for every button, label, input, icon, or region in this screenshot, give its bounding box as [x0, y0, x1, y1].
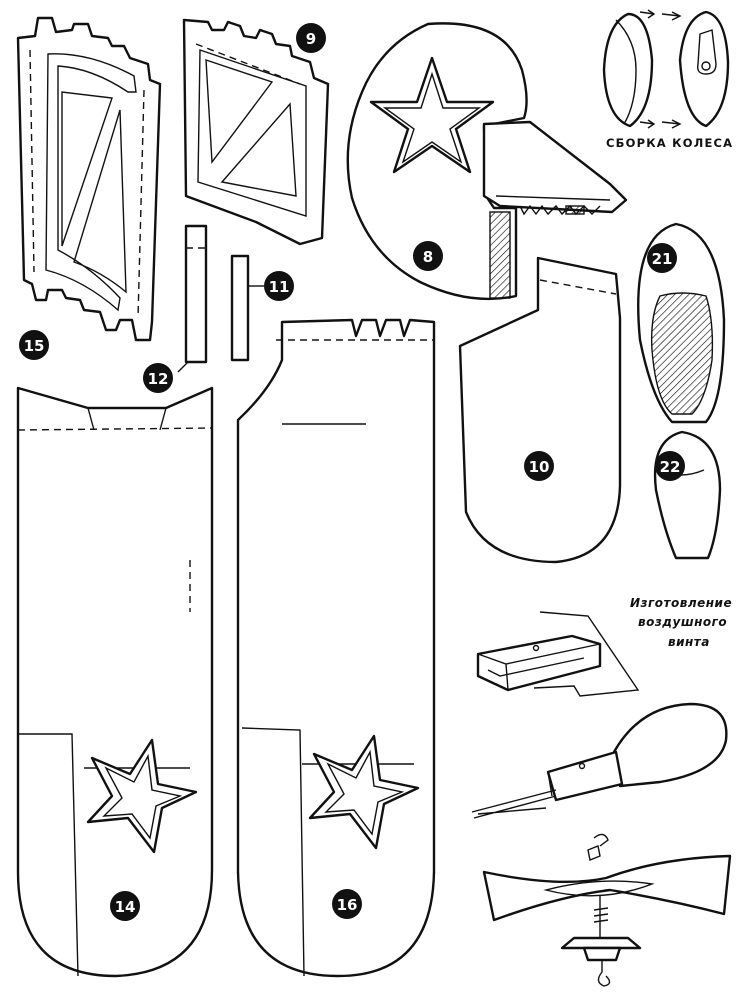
propeller-caption-line1: Изготовление — [630, 596, 732, 610]
part-15-number: 15 — [24, 337, 45, 355]
propeller-step-block — [476, 611, 640, 697]
part-11-number: 11 — [269, 278, 290, 296]
part-8-fuselage-panel — [346, 22, 628, 301]
part-11-badge: 11 — [264, 271, 294, 301]
part-16-number: 16 — [337, 896, 358, 914]
part-9-badge: 9 — [296, 23, 326, 53]
part-8-number: 8 — [423, 248, 433, 266]
part-15-rib-frame — [16, 16, 162, 342]
part-22-number: 22 — [660, 458, 681, 476]
part-15-badge: 15 — [19, 330, 49, 360]
part-21-number: 21 — [652, 250, 673, 268]
part-16-badge: 16 — [332, 889, 362, 919]
part-16-wing-panel — [236, 318, 436, 978]
part-9-number: 9 — [306, 30, 316, 48]
wheel-assembly-caption: СБОРКА КОЛЕСА — [606, 136, 733, 150]
propeller-caption: Изготовление воздушного винта — [630, 596, 732, 649]
part-10-number: 10 — [529, 458, 550, 476]
part-12-strut — [177, 224, 208, 373]
propeller-caption-line2: воздушного — [638, 615, 727, 629]
part-11-strut — [230, 254, 264, 362]
part-21-wheel-half — [637, 222, 726, 424]
part-8-badge: 8 — [413, 241, 443, 271]
part-9-tail-rib — [182, 18, 330, 246]
propeller-caption-line3: винта — [668, 635, 710, 649]
propeller-step-assembly — [482, 833, 732, 987]
part-14-badge: 14 — [110, 891, 140, 921]
part-10-fin — [458, 256, 622, 564]
part-12-number: 12 — [148, 370, 169, 388]
propeller-step-blade — [471, 702, 728, 819]
part-22-badge: 22 — [655, 451, 685, 481]
wheel-assembly-drawing — [602, 9, 730, 129]
part-14-number: 14 — [115, 898, 136, 916]
part-22-wheel-half — [653, 430, 722, 560]
part-12-badge: 12 — [143, 363, 173, 393]
part-10-badge: 10 — [524, 451, 554, 481]
part-14-wing-panel — [16, 386, 214, 978]
part-21-badge: 21 — [647, 243, 677, 273]
